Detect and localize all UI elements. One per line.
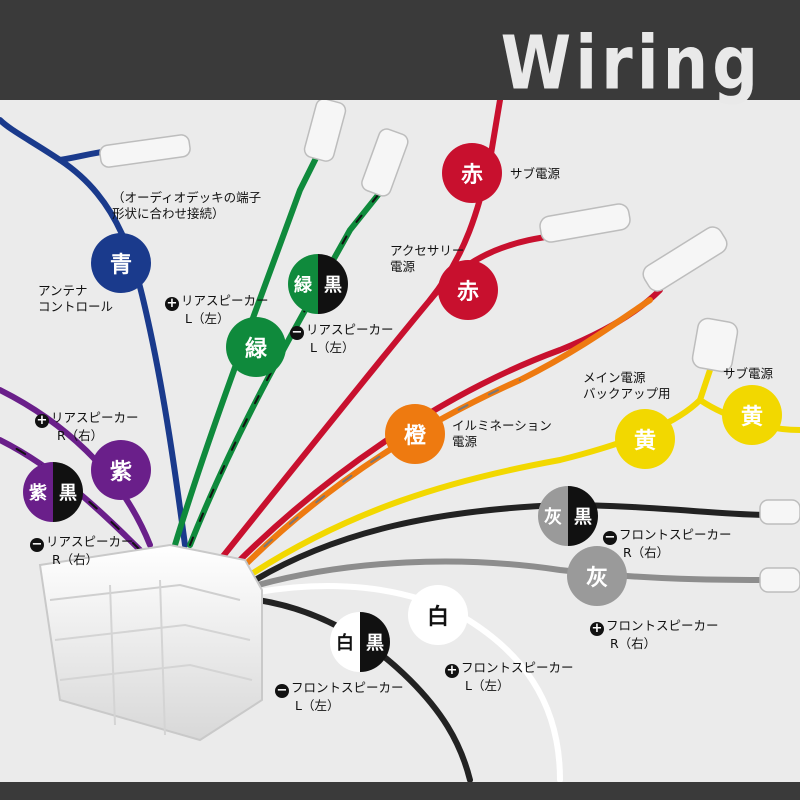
antenna-line-2: コントロール bbox=[38, 299, 114, 314]
badge-black-half: 黒 bbox=[568, 486, 598, 546]
wire-green-2 bbox=[187, 177, 393, 548]
rear-minus-l-line-2: L（左） bbox=[310, 340, 355, 355]
illumination-line-2: 電源 bbox=[452, 434, 478, 449]
badge-white-black: 白 黒 bbox=[330, 612, 390, 672]
rear-plus-l-line-2: L（左） bbox=[185, 311, 230, 326]
wire-green-2-stripe bbox=[189, 179, 391, 546]
badge-red: 赤 bbox=[438, 260, 498, 320]
terminal-green-2 bbox=[361, 128, 409, 197]
badge-green-black: 緑 黒 bbox=[288, 254, 348, 314]
antenna-line-1: アンテナ bbox=[38, 283, 88, 298]
blue-note-line-1: （オーディオデッキの端子 bbox=[112, 190, 262, 205]
badge-gray: 灰 bbox=[567, 546, 627, 606]
badge-yellow-1: 黄 bbox=[615, 409, 675, 469]
badge-blue: 青 bbox=[91, 233, 151, 293]
front-minus-l-label: −フロントスピーカー L（左） bbox=[275, 680, 404, 713]
badge-white: 白 bbox=[408, 585, 468, 645]
badge-red-top: 赤 bbox=[442, 143, 502, 203]
accessory-line-1: アクセサリー bbox=[390, 243, 465, 258]
wire-orange-stripe bbox=[239, 379, 521, 571]
minus-icon: − bbox=[30, 537, 44, 552]
terminal-green-1 bbox=[303, 98, 347, 162]
sub-power-top-label: サブ電源 bbox=[510, 166, 561, 181]
wire-red-1 bbox=[217, 232, 563, 563]
front-minus-r-label: −フロントスピーカー R（右） bbox=[603, 527, 732, 560]
terminal-black bbox=[759, 499, 800, 525]
badge-gray-black: 灰 黒 bbox=[538, 486, 598, 546]
blue-note-line-2: 形状に合わせ接続） bbox=[112, 206, 225, 221]
terminal-red-1 bbox=[539, 203, 631, 243]
terminals bbox=[99, 98, 800, 593]
terminal-yellow bbox=[691, 317, 739, 373]
illumination-label: イルミネーション 電源 bbox=[452, 418, 552, 450]
terminal-blue bbox=[99, 134, 191, 168]
rear-minus-l-label: −リアスピーカー L（左） bbox=[290, 322, 394, 355]
main-power-line-2: バックアップ用 bbox=[583, 386, 671, 401]
rear-minus-r-line-2: R（右） bbox=[52, 552, 99, 567]
rear-plus-r-line-2: R（右） bbox=[57, 428, 104, 443]
accessory-line-2: 電源 bbox=[390, 259, 416, 274]
badge-orange: 橙 bbox=[385, 404, 445, 464]
minus-icon: − bbox=[290, 325, 304, 340]
badge-green: 緑 bbox=[226, 317, 286, 377]
terminal-red-2 bbox=[642, 226, 728, 292]
header-bar bbox=[0, 0, 800, 100]
footer-bar bbox=[0, 782, 800, 800]
main-power-line-1: メイン電源 bbox=[583, 370, 646, 385]
connector-housing bbox=[38, 543, 263, 742]
rear-minus-r-label: −リアスピーカー R（右） bbox=[30, 534, 134, 567]
antenna-label: アンテナ コントロール bbox=[38, 283, 113, 315]
plus-icon: + bbox=[590, 621, 604, 636]
blue-note: （オーディオデッキの端子 形状に合わせ接続） bbox=[112, 190, 261, 222]
sub-power-right-label: サブ電源 bbox=[723, 366, 774, 381]
wire-purple-1 bbox=[0, 387, 153, 548]
front-minus-r-line-2: R（右） bbox=[623, 545, 670, 560]
front-plus-l-label: +フロントスピーカー L（左） bbox=[445, 660, 574, 693]
terminal-gray bbox=[759, 567, 800, 593]
badge-purple: 紫 bbox=[91, 440, 151, 500]
minus-icon: − bbox=[275, 683, 289, 698]
page-title: Wiring bbox=[500, 22, 762, 108]
plus-icon: + bbox=[35, 413, 49, 428]
plus-icon: + bbox=[445, 663, 459, 678]
plus-icon: + bbox=[165, 296, 179, 311]
front-plus-r-label: +フロントスピーカー R（右） bbox=[590, 618, 719, 651]
accessory-label: アクセサリー 電源 bbox=[390, 243, 464, 275]
wire-black-2 bbox=[255, 597, 473, 783]
minus-icon: − bbox=[603, 530, 617, 545]
front-plus-l-line-2: L（左） bbox=[465, 678, 510, 693]
front-minus-l-line-2: L（左） bbox=[295, 698, 340, 713]
front-plus-r-line-2: R（右） bbox=[610, 636, 657, 651]
wire-purple-2-stripe bbox=[0, 439, 141, 551]
badge-purple-black: 紫 黒 bbox=[23, 462, 83, 522]
badge-yellow-2: 黄 bbox=[722, 385, 782, 445]
illumination-line-1: イルミネーション bbox=[452, 418, 552, 433]
rear-plus-r-label: +リアスピーカー R（右） bbox=[35, 410, 139, 443]
wire-gray bbox=[255, 558, 773, 588]
main-power-label: メイン電源 バックアップ用 bbox=[583, 370, 671, 402]
rear-plus-l-label: +リアスピーカー L（左） bbox=[165, 293, 269, 326]
